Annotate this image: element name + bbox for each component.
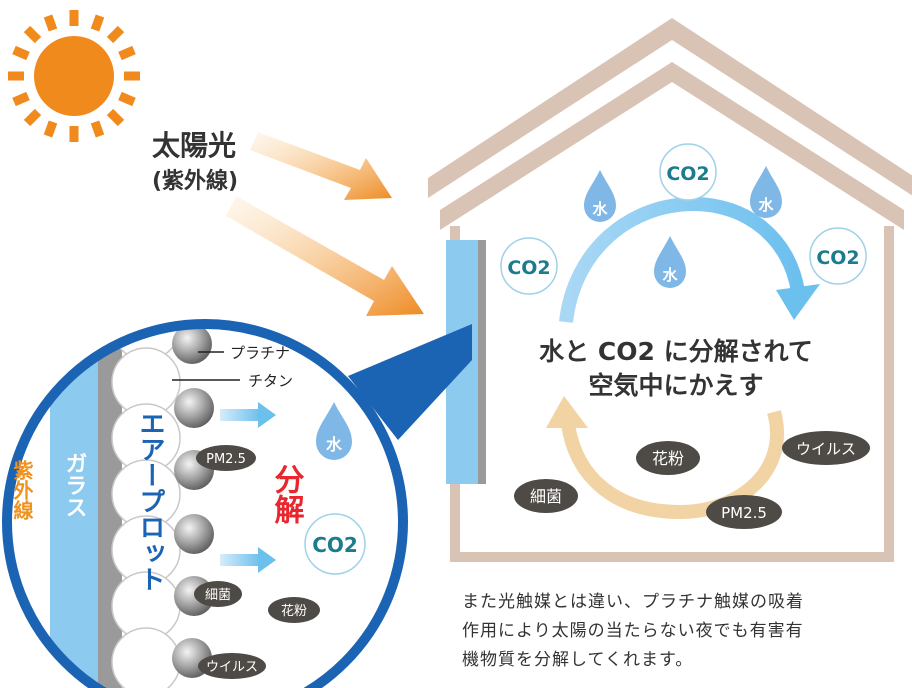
glass-label: ガラス (62, 452, 87, 518)
svg-text:細菌: 細菌 (205, 588, 231, 603)
svg-text:花粉: 花粉 (281, 603, 307, 619)
cycle-text-line1: 水と CO2 に分解されて (539, 337, 813, 366)
zoom-connector (348, 324, 472, 440)
svg-text:水: 水 (662, 266, 678, 284)
zoom-detail (2, 319, 408, 688)
cycle-arrow-blue (559, 196, 820, 323)
pollutant-pill-bacteria: 細菌 (194, 581, 242, 607)
svg-text:CO2: CO2 (816, 247, 859, 269)
pollutant-pill-pollen: 花粉 (636, 441, 700, 475)
co2-bubble-icon: CO2 (500, 237, 558, 295)
uv-label: 紫外線 (10, 460, 34, 520)
svg-text:CO2: CO2 (666, 163, 709, 185)
pollutant-pill-pollen: 花粉 (268, 597, 320, 623)
decompose-arrow (220, 547, 276, 573)
house-outline (428, 18, 912, 562)
platinum-label: プラチナ (230, 344, 290, 362)
footer-line2: 作用により太陽の当たらない夜でも有害有 (462, 621, 804, 641)
sunlight-title: 太陽光 (152, 129, 236, 162)
cycle-text-line2: 空気中にかえす (588, 371, 763, 400)
pollutant-pill-virus: ウイルス (782, 431, 870, 465)
pollutant-pill-pm25: PM2.5 (706, 495, 782, 529)
pollutant-pill-pm25: PM2.5 (196, 445, 256, 471)
svg-text:CO2: CO2 (312, 533, 358, 557)
pollutant-pill-bacteria: 細菌 (514, 479, 578, 513)
sun-icon (8, 10, 140, 142)
sunlight-arrow (226, 196, 424, 316)
water-drop-icon: 水 (750, 166, 782, 218)
co2-bubble-icon: CO2 (659, 143, 717, 201)
svg-text:PM2.5: PM2.5 (206, 452, 246, 467)
svg-text:ウイルス: ウイルス (796, 440, 856, 458)
decompose-label: 分解 (269, 464, 305, 525)
svg-text:水: 水 (326, 435, 343, 454)
svg-text:PM2.5: PM2.5 (721, 504, 767, 522)
titanium-label: チタン (248, 372, 293, 390)
svg-text:エアープロット: エアープロット (135, 410, 165, 592)
svg-text:ガラス: ガラス (62, 452, 87, 518)
svg-text:水: 水 (592, 200, 608, 218)
footer-line1: また光触媒とは違い、プラチナ触媒の吸着 (462, 592, 804, 612)
svg-text:花粉: 花粉 (652, 449, 684, 468)
water-drop-icon: 水 (584, 170, 616, 222)
co2-bubble-icon: CO2 (809, 227, 867, 285)
sunlight-arrow (250, 132, 392, 200)
pollutant-pill-virus: ウイルス (198, 653, 266, 679)
svg-text:細菌: 細菌 (530, 487, 562, 506)
footer-line3: 機物質を分解してくれます。 (462, 650, 694, 670)
svg-text:CO2: CO2 (507, 257, 550, 279)
decompose-arrow (220, 402, 276, 428)
footer-caption: また光触媒とは違い、プラチナ触媒の吸着 作用により太陽の当たらない夜でも有害有 … (462, 588, 902, 675)
coating-label: エアープロット (135, 410, 165, 592)
svg-text:ウイルス: ウイルス (206, 660, 258, 675)
sunlight-subtitle: (紫外線) (152, 168, 238, 194)
water-drop-icon: 水 (654, 236, 686, 288)
water-drop-icon: 水 (316, 402, 352, 460)
svg-text:水: 水 (758, 196, 774, 214)
cycle-arrow-beige (546, 396, 784, 520)
co2-bubble-icon: CO2 (304, 513, 366, 575)
uv-label-text: 紫外線 (10, 460, 34, 520)
